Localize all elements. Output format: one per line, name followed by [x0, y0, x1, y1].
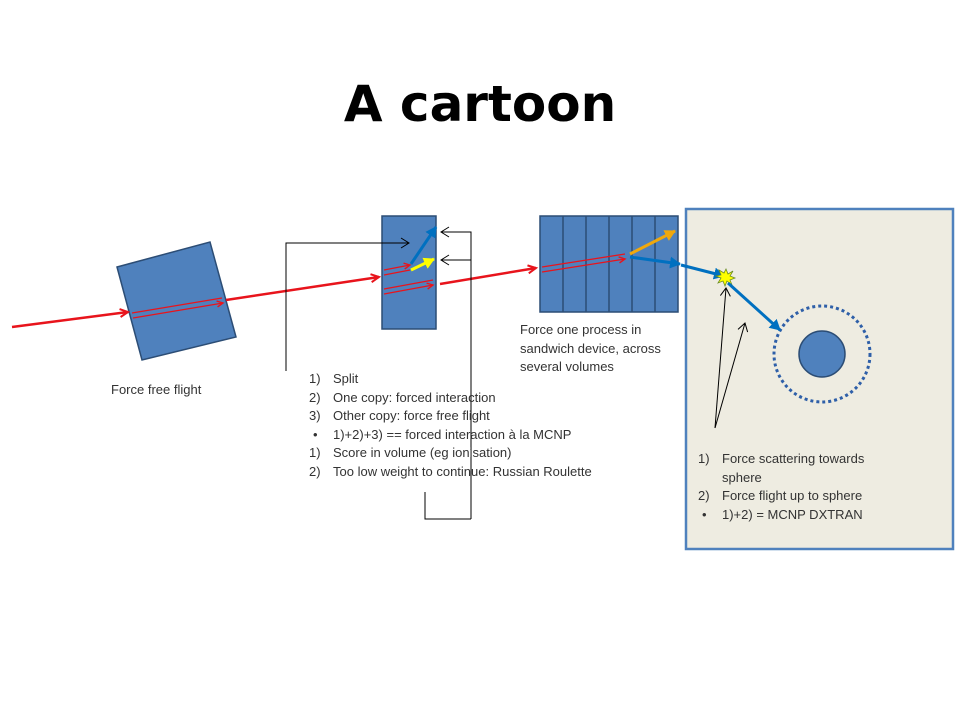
dxtran-sphere-core: [798, 330, 846, 378]
list-marker: 1): [698, 451, 710, 466]
list-text: 1)+2) = MCNP DXTRAN: [722, 506, 863, 522]
list-item: • 1)+2) = MCNP DXTRAN: [698, 506, 948, 525]
collision-star-icon: [714, 268, 737, 288]
sandwich-caption: Force one process in sandwich device, ac…: [520, 321, 661, 377]
list-marker: 3): [309, 408, 321, 423]
list-marker: 2): [309, 389, 321, 405]
list-text: Score in volume (eg ionisation): [333, 445, 512, 460]
list-text: Split: [333, 371, 359, 386]
sandwich-caption-line: sandwich device, across: [520, 340, 661, 356]
list-text: Force flight up to sphere: [722, 488, 863, 503]
scatter-toward-sphere-arrow: [726, 281, 782, 332]
split-volume: [381, 215, 437, 330]
free-flight-label: Force free flight: [111, 382, 202, 397]
list-marker: •: [313, 426, 318, 442]
free-flight-volume: [116, 241, 237, 361]
particle-track: [11, 253, 627, 329]
dxtran-sphere-boundary: [772, 304, 872, 404]
sandwich-caption-line: Force one process in: [520, 322, 642, 337]
list-item: 1) Force scattering towards sphere: [698, 450, 948, 487]
scatter-arrow-split: [409, 226, 438, 265]
sandwich-transmit-arrow: [629, 255, 681, 269]
split-copy-arrow: [410, 257, 435, 272]
list-item: 3) Other copy: force free flight: [309, 407, 592, 426]
list-text: Force scattering towards: [722, 451, 865, 466]
list-text: Other copy: force free flight: [333, 408, 490, 423]
list-marker: 1): [309, 371, 321, 386]
sandwich-process-arrow: [629, 229, 676, 256]
list-marker: 2): [309, 463, 321, 479]
split-list: 1) Split 2) One copy: forced interaction 3…: [309, 370, 592, 481]
list-item: 2) One copy: forced interaction: [309, 389, 592, 408]
pointer-arrow-sphere: [714, 322, 749, 429]
list-marker: 1): [309, 445, 321, 460]
slide-title: A cartoon: [343, 75, 617, 133]
list-text: sphere: [722, 469, 762, 485]
list-text: Too low weight to continue: Russian Roul…: [333, 463, 592, 479]
bracket-left: [285, 237, 410, 371]
list-item: • 1)+2)+3) == forced interaction à la MCN…: [309, 426, 592, 445]
free-flight-caption: Force free flight: [111, 381, 201, 400]
flight-to-collision-arrow: [680, 263, 725, 280]
dxtran-panel: [684, 207, 955, 551]
list-text: One copy: forced interaction: [333, 389, 496, 405]
list-text: 1)+2)+3) == forced interaction à la MCNP: [333, 426, 572, 442]
bracket-bottom: [424, 492, 471, 520]
list-item: 1) Split: [309, 370, 592, 389]
bracket-right-top: [440, 226, 472, 519]
pointer-arrow-collision: [714, 287, 731, 429]
sandwich-caption-line: several volumes: [520, 359, 614, 374]
list-item: 1) Score in volume (eg ionisation): [309, 444, 592, 463]
list-marker: 2): [698, 488, 710, 503]
list-marker: •: [702, 506, 707, 522]
dxtran-list: 1) Force scattering towards sphere 2) Force…: [698, 450, 948, 524]
list-item: 2) Too low weight to continue: Russian Ro…: [309, 463, 592, 482]
list-item: 2) Force flight up to sphere: [698, 487, 948, 506]
